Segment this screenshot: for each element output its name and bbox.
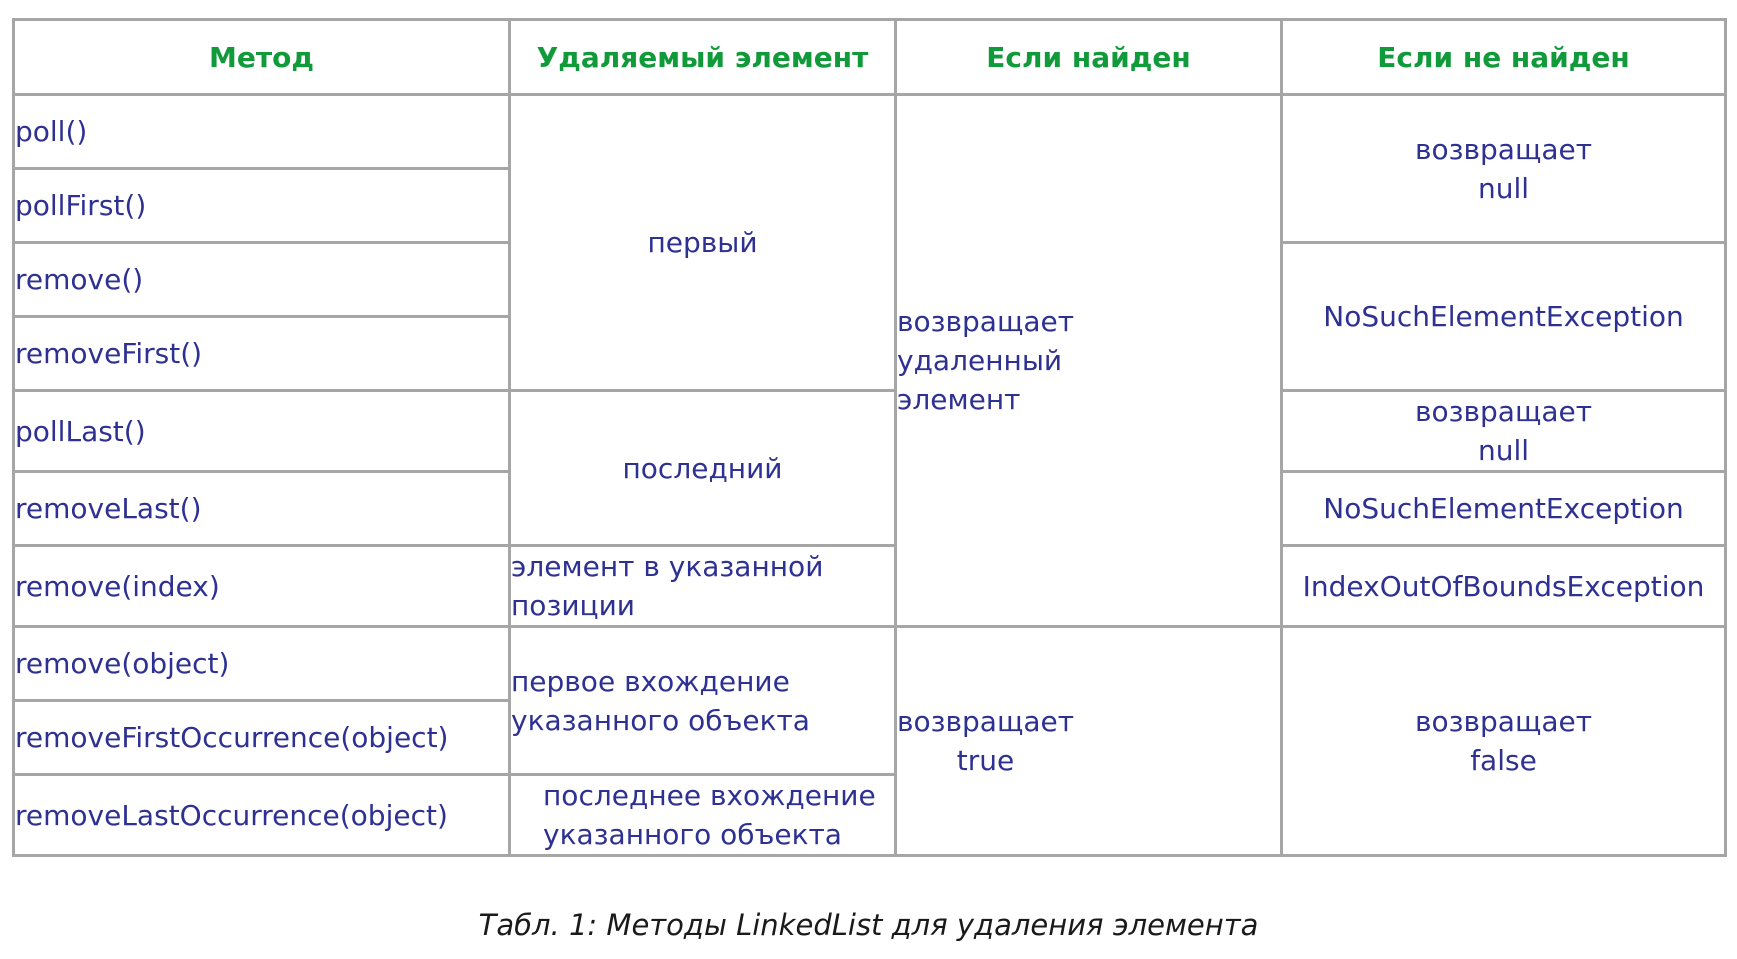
methods-table-wrapper: Метод Удаляемый элемент Если найден Если…: [12, 18, 1727, 857]
table-caption: Табл. 1: Методы LinkedList для удаления …: [478, 908, 1259, 942]
removed-last-cell: последний: [508, 389, 897, 547]
method-pollfirst: pollFirst(): [12, 167, 511, 244]
table-row: pollLast() последний возвращает null: [12, 389, 1727, 547]
not-found-exception-first-text: NoSuchElementException: [1323, 300, 1684, 333]
found-returns-removed-text: возвращает удаленный элемент: [897, 305, 1075, 416]
table-row: removeFirst(): [12, 315, 1726, 392]
found-returns-removed-cell: возвращает удаленный элемент: [894, 93, 1283, 628]
table-row: pollFirst(): [12, 167, 1726, 244]
not-found-null-last-text: возвращает null: [1414, 395, 1593, 467]
not-found-returns-false-cell: возвращает false: [1280, 625, 1727, 857]
table-row: removeLast() NoSuchElementException: [12, 470, 1727, 547]
table-row: remove(index) элемент в указанной позици…: [12, 544, 1727, 628]
method-remove-object: remove(object): [12, 625, 511, 702]
linkedlist-removal-methods-table: Метод Удаляемый элемент Если найден Если…: [12, 18, 1727, 857]
not-found-exception-first-cell: NoSuchElementException: [1280, 241, 1727, 392]
not-found-exception-last-cell: NoSuchElementException: [1280, 470, 1727, 547]
header-if-not-found: Если не найден: [1280, 18, 1727, 96]
removed-first-occurrence-cell: первое вхождение указанного объекта: [508, 625, 897, 776]
table-row: removeFirstOccurrence(object): [12, 699, 1726, 776]
not-found-index-exception-text: IndexOutOfBoundsException: [1302, 569, 1705, 603]
removed-last-occurrence-cell: последнее вхождение указанного объекта: [508, 773, 897, 857]
method-polllast: pollLast(): [12, 389, 511, 473]
not-found-returns-false-text: возвращает false: [1414, 705, 1593, 777]
method-removefirstoccurrence: removeFirstOccurrence(object): [12, 699, 511, 776]
method-remove: remove(): [12, 241, 511, 318]
table-row: removeLastOccurrence(object) последнее в…: [12, 773, 1726, 857]
table-row: poll() первый возвращает удаленный элеме…: [12, 93, 1727, 628]
not-found-null-first-cell: возвращает null: [1280, 93, 1727, 244]
not-found-exception-last-text: NoSuchElementException: [1323, 492, 1684, 525]
header-method: Метод: [12, 18, 511, 96]
removed-last-occurrence-text: последнее вхождение указанного объекта: [543, 779, 876, 851]
found-returns-true-text: возвращает true: [897, 705, 1075, 777]
method-remove-index: remove(index): [12, 544, 511, 628]
removed-first-occurrence-text: первое вхождение указанного объекта: [511, 664, 810, 737]
table-header-row: Метод Удаляемый элемент Если найден Если…: [12, 18, 1727, 96]
removed-first-text: первый: [647, 226, 758, 259]
not-found-index-exception-cell: IndexOutOfBoundsException: [1280, 544, 1727, 628]
method-removelast: removeLast(): [12, 470, 511, 547]
method-removelastoccurrence: removeLastOccurrence(object): [12, 773, 511, 857]
removed-first-cell: первый: [508, 93, 897, 392]
not-found-null-first-text: возвращает null: [1414, 132, 1593, 205]
method-removefirst: removeFirst(): [12, 315, 511, 392]
found-returns-true-cell: возвращает true: [894, 625, 1283, 857]
table-row: remove(object) первое вхождение указанно…: [12, 625, 1727, 857]
removed-index-cell: элемент в указанной позиции: [508, 544, 897, 628]
removed-last-text: последний: [622, 451, 783, 485]
method-poll: poll(): [12, 93, 511, 170]
not-found-null-last-cell: возвращает null: [1280, 389, 1727, 473]
removed-index-text: элемент в указанной позиции: [511, 550, 824, 622]
table-row: remove() NoSuchElementException: [12, 241, 1727, 392]
header-removed-element: Удаляемый элемент: [508, 18, 897, 96]
header-if-found: Если найден: [894, 18, 1283, 96]
